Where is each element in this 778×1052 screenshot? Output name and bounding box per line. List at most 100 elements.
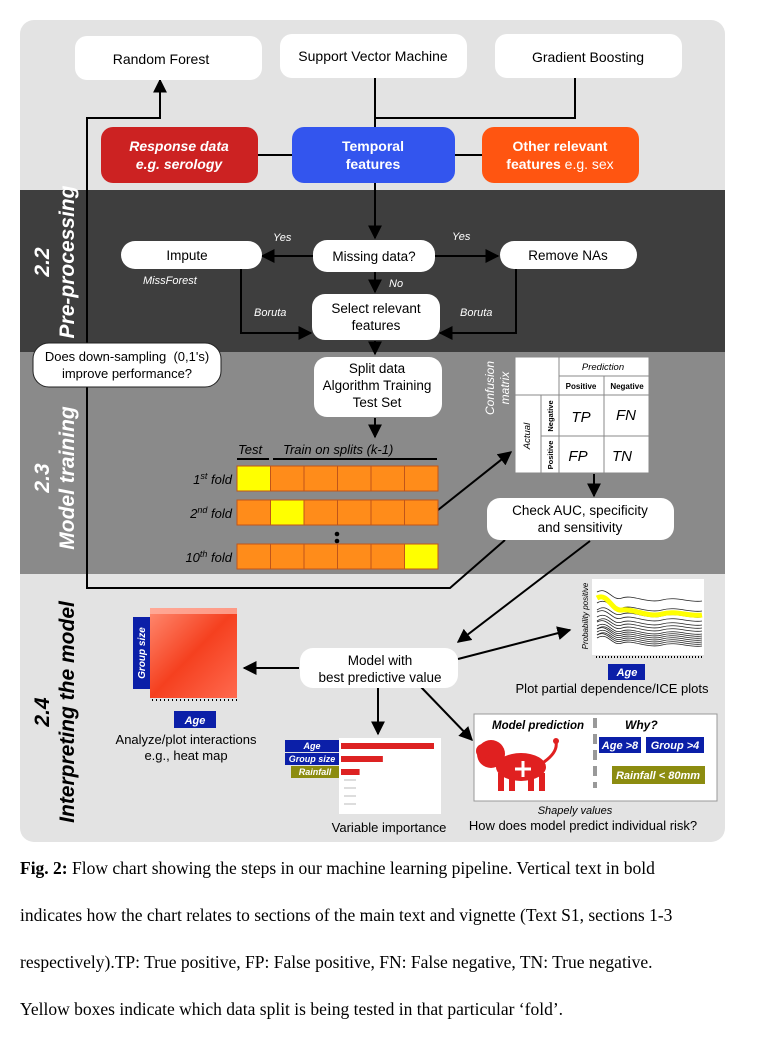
fold-cell (370, 543, 405, 570)
model-label-svm: Support Vector Machine (298, 48, 448, 64)
missing-data-box[interactable]: Missing data? (313, 240, 435, 272)
section-title-interpreting: Interpreting the model (56, 600, 79, 823)
cm-tp: TP (571, 409, 590, 426)
impute-to-select (240, 268, 313, 340)
check-to-best (456, 540, 591, 643)
model-label-gb: Gradient Boosting (532, 49, 644, 65)
cm-pred-negative: Negative (610, 382, 644, 391)
gb-connector (375, 78, 576, 119)
split-line2: Algorithm Training (323, 378, 432, 393)
pred-rain: Rainfall < 80mm (616, 770, 700, 782)
model-prediction-panel: Model prediction Why? Age >8 Group >4 Ra… (469, 713, 718, 833)
best-line2: best predictive value (318, 670, 441, 685)
pdp-line (595, 594, 703, 618)
ice-line (596, 623, 703, 635)
caption-line-3: respectively).TP: True positive, FP: Fal… (20, 952, 653, 972)
check-auc-box[interactable]: Check AUC, specificity and sensitivity (487, 498, 674, 540)
confusion-title-2: matrix (498, 371, 512, 405)
ice-line (596, 635, 703, 647)
caption-line-2: indicates how the chart relates to secti… (20, 905, 673, 925)
varimp-caption: Variable importance (332, 820, 447, 835)
risk-caption: How does model predict individual risk? (469, 818, 697, 833)
prediction-title: Model prediction (492, 720, 584, 732)
remove-nas-box[interactable]: Remove NAs (500, 241, 637, 269)
other-line2-rest: e.g. sex (561, 156, 614, 172)
boruta-right-label: Boruta (460, 307, 492, 319)
feature-other[interactable]: Other relevant features e.g. sex (482, 127, 639, 183)
fold-cell (270, 543, 305, 570)
downsampling-line1: Does down-sampling (0,1's) (45, 349, 209, 364)
missforest-label: MissForest (143, 275, 198, 287)
ice-line (596, 627, 703, 639)
remove-to-select (438, 268, 517, 340)
downsampling-box[interactable]: Does down-sampling (0,1's) improve perfo… (32, 342, 222, 388)
feature-response[interactable]: Response data e.g. serology (101, 127, 258, 183)
other-line2: features e.g. sex (506, 156, 613, 172)
feature-temporal[interactable]: Temporal features (292, 127, 455, 183)
fold-cell (303, 465, 338, 492)
best-model-box[interactable]: Model with best predictive value (300, 648, 458, 688)
model-gradient-boosting[interactable]: Gradient Boosting (495, 34, 682, 78)
fold-cell (303, 543, 338, 570)
fold-cell (236, 499, 271, 526)
heatmap-ylabel-box (133, 617, 150, 689)
confusion-matrix: Confusion matrix Prediction Positive Neg… (483, 356, 650, 474)
split-data-box[interactable]: Split data Algorithm Training Test Set (314, 357, 442, 417)
cm-pred-positive: Positive (566, 382, 597, 391)
pdp-xlabel-box (608, 664, 645, 680)
varimp-bar (341, 769, 360, 775)
best-to-prediction (419, 685, 473, 742)
pred-group: Group >4 (651, 740, 700, 752)
heatmap-xlabel: Age (184, 715, 206, 727)
caption-fig-label: Fig. 2: (20, 858, 68, 878)
section-title-preprocessing: Pre-processing (56, 185, 79, 338)
cm-tn: TN (612, 448, 632, 465)
varimp-label-box (285, 740, 339, 752)
fold-cell (337, 499, 372, 526)
ellipsis-dot-2 (334, 538, 340, 544)
pred-rain-box (612, 766, 705, 784)
pipeline-flowchart: 2.2 Pre-processing 2.3 Model training 2.… (20, 20, 725, 842)
varimp-label: Group size (289, 754, 336, 764)
fold-label: 2nd fold (189, 505, 233, 521)
missing-label: Missing data? (332, 249, 415, 264)
fold-cell (337, 543, 372, 570)
fold-cell (370, 499, 405, 526)
pdp-plot: Probability positive Age Plot partial de… (516, 579, 709, 696)
cm-actual-positive: Positive (546, 441, 555, 470)
response-line2: e.g. serology (136, 156, 224, 172)
best-line1: Model with (348, 653, 413, 668)
section-label-interpreting: 2.4 Interpreting the model (31, 600, 79, 823)
temporal-line2: features (346, 156, 401, 172)
prediction-why: Why? (625, 718, 658, 732)
heatmap-ylabel: Group size (137, 627, 148, 679)
model-svm[interactable]: Support Vector Machine (280, 34, 467, 78)
section-title-training: Model training (56, 406, 79, 550)
fold-cell (270, 499, 305, 526)
fold-cell (270, 465, 305, 492)
cm-actual-negative: Negative (546, 400, 555, 431)
pdp-xlabel: Age (616, 667, 638, 679)
varimp-label: Age (302, 741, 320, 751)
pdp-area (592, 579, 704, 655)
check-line1: Check AUC, specificity (512, 503, 648, 518)
fold-cell (404, 499, 439, 526)
impute-box[interactable]: Impute (121, 241, 262, 269)
model-random-forest[interactable]: Random Forest (75, 36, 262, 80)
ice-lines (595, 590, 703, 647)
ice-line (596, 629, 703, 641)
caption-text-1: Flow chart showing the steps in our mach… (67, 858, 655, 878)
yes-right-label: Yes (452, 231, 471, 243)
fold-cell (404, 543, 439, 570)
other-line1: Other relevant (513, 138, 608, 154)
select-features-box[interactable]: Select relevant features (312, 294, 440, 340)
fold-cell (370, 465, 405, 492)
pdp-caption: Plot partial dependence/ICE plots (516, 681, 709, 696)
caption-line-1: Fig. 2: Flow chart showing the steps in … (20, 858, 770, 878)
ice-line (596, 633, 703, 645)
figure-caption: Fig. 2: Flow chart showing the steps in … (20, 858, 770, 1019)
model-boxes: Random Forest Support Vector Machine Gra… (75, 34, 682, 80)
section-number-interpreting: 2.4 (31, 697, 54, 728)
